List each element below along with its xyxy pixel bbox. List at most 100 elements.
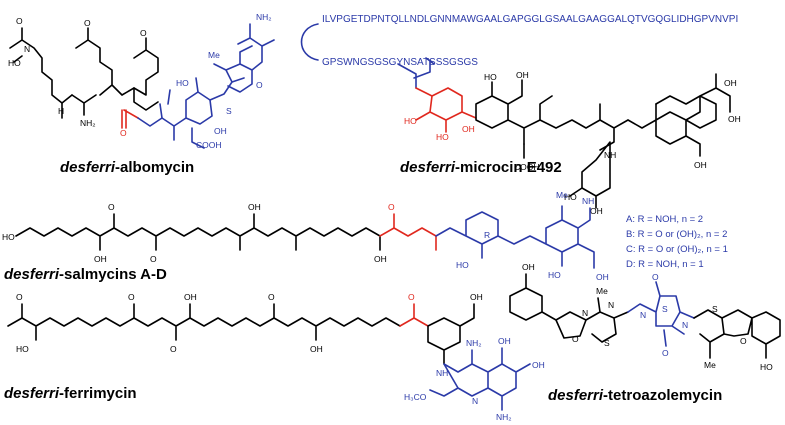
o-label: O	[268, 292, 275, 302]
oh-label: HO	[484, 72, 497, 82]
albomycin-caption-prefix: desferri	[60, 159, 116, 176]
o-label: O	[84, 18, 91, 28]
oh-label: OH	[522, 262, 535, 272]
salmycin-caption: desferri-salmycins A-D	[4, 266, 167, 283]
oh-label: OH	[596, 272, 609, 282]
n-label: N	[682, 320, 688, 330]
tetroazolemycin-caption: desferri-tetroazolemycin	[548, 387, 722, 404]
o-label: O	[170, 344, 177, 354]
o-label: O	[388, 202, 395, 212]
oh-label: OH	[184, 292, 197, 302]
me-label: Me	[596, 286, 608, 296]
albomycin-structure: HO N O O O NH₂ H O HO COOH OH S Me NH₂ O	[8, 12, 275, 150]
microcin-sequence-line1: ILVPGETDPNTQLLNDLGNNMAWGAALGAPGGLGSAALGA…	[322, 14, 738, 25]
n-label: N	[640, 310, 646, 320]
h3co-label: H₃CO	[404, 392, 427, 402]
ferrimycin-caption: desferri-ferrimycin	[4, 385, 137, 402]
nh2-label: NH₂	[256, 12, 272, 22]
nh2-label: NH₂	[80, 118, 96, 128]
o-label: O	[150, 254, 157, 264]
tetroazolemycin-caption-prefix: desferri	[548, 387, 604, 404]
oh-label: HO	[564, 192, 577, 202]
tetroazolemycin-caption-suffix: -tetroazolemycin	[603, 387, 722, 404]
oh-label: OH	[248, 202, 261, 212]
oh-label: OH	[470, 292, 483, 302]
o-label: O	[652, 272, 659, 282]
s-label: S	[662, 304, 668, 314]
oh-label: OH	[462, 124, 475, 134]
nh-label: NH	[582, 196, 594, 206]
salmycin-caption-suffix: -salmycins A-D	[59, 266, 167, 283]
oh-label: HO	[436, 132, 449, 142]
oh-label: OH	[498, 336, 511, 346]
ho-label: HO	[456, 260, 469, 270]
me-label: Me	[208, 50, 220, 60]
oh-label: OH	[590, 206, 603, 216]
albomycin-caption: desferri-albomycin	[60, 159, 194, 176]
ferrimycin-caption-suffix: -ferrimycin	[59, 385, 137, 402]
s-label: S	[226, 106, 232, 116]
o-label: O	[408, 292, 415, 302]
nh-label: NH	[604, 150, 616, 160]
salmycin-legend-b: B: R = O or (OH)₂, n = 2	[626, 229, 727, 240]
albomycin-caption-suffix: -albomycin	[115, 159, 194, 176]
hydroxylamine-ho-label: HO	[8, 58, 21, 68]
o-label: O	[16, 292, 23, 302]
microcin-structure: ILVPGETDPNTQLLNDLGNNMAWGAALGAPGGLGSAALGA…	[300, 14, 741, 216]
salmycin-legend-a: A: R = NOH, n = 2	[626, 214, 703, 225]
o-label: O	[108, 202, 115, 212]
s-label: S	[604, 338, 610, 348]
me-label: Me	[556, 190, 568, 200]
oh-label: OH	[728, 114, 741, 124]
salmycin-legend-c: C: R = O or (OH)₂, n = 1	[626, 244, 728, 255]
o-label: O	[662, 348, 669, 358]
nh-label: NH	[436, 368, 448, 378]
ferrimycin-caption-prefix: desferri	[4, 385, 60, 402]
salmycin-caption-prefix: desferri	[4, 266, 60, 283]
ho-label: HO	[2, 232, 15, 242]
hydroxylamine-ho-label: HO	[16, 344, 29, 354]
ferrimycin-structure: HO O O OH O O OH O OH NH NH₂ OH OH H₃CO …	[7, 292, 545, 422]
nh2-label: NH₂	[496, 412, 512, 422]
r-label: R	[484, 230, 490, 240]
o-label: O	[128, 292, 135, 302]
oh-label: OH	[694, 160, 707, 170]
o-label: O	[256, 80, 263, 90]
n-label: N	[608, 300, 614, 310]
nh2-label: NH₂	[466, 338, 482, 348]
oh-label: HO	[176, 78, 189, 88]
o-label: O	[740, 336, 747, 346]
oh-label: OH	[310, 344, 323, 354]
microcin-caption-prefix: desferri	[400, 159, 456, 176]
tetroazolemycin-structure: OH O N S Me N O S O N N S Me O HO	[509, 262, 781, 372]
peptide-bracket	[300, 23, 319, 61]
ho-label: HO	[548, 270, 561, 280]
oh-label: OH	[94, 254, 107, 264]
ho-label: HO	[404, 116, 417, 126]
microcin-caption-suffix: -microcin E492	[455, 159, 562, 176]
cooh-label: COOH	[514, 162, 540, 172]
oh-label: OH	[724, 78, 737, 88]
salmycin-legend: A: R = NOH, n = 2 B: R = O or (OH)₂, n =…	[626, 214, 728, 270]
oh-label: OH	[516, 70, 529, 80]
o-label: O	[140, 28, 147, 38]
microcin-sequence-line2: GPSWNGSGSGYNSATSSSGSGS	[322, 57, 478, 68]
n-label: N	[582, 308, 588, 318]
salmycin-legend-d: D: R = NOH, n = 1	[626, 259, 704, 270]
n-label: N	[472, 396, 478, 406]
oh-label: HO	[760, 362, 773, 372]
oh-label: OH	[532, 360, 545, 370]
microcin-caption: desferri-microcin E492	[400, 159, 562, 176]
n-label: N	[24, 44, 30, 54]
cooh-label: COOH	[196, 140, 222, 150]
h-label: H	[58, 106, 64, 116]
oh-label: OH	[374, 254, 387, 264]
o-label: O	[120, 128, 127, 138]
me-label: Me	[704, 360, 716, 370]
oh-label: OH	[214, 126, 227, 136]
s-label: S	[712, 304, 718, 314]
o-label: O	[16, 16, 23, 26]
salmycin-structure: HO OH O OH O OH O R HO HO NH Me OH	[2, 190, 609, 282]
o-label: O	[572, 334, 579, 344]
